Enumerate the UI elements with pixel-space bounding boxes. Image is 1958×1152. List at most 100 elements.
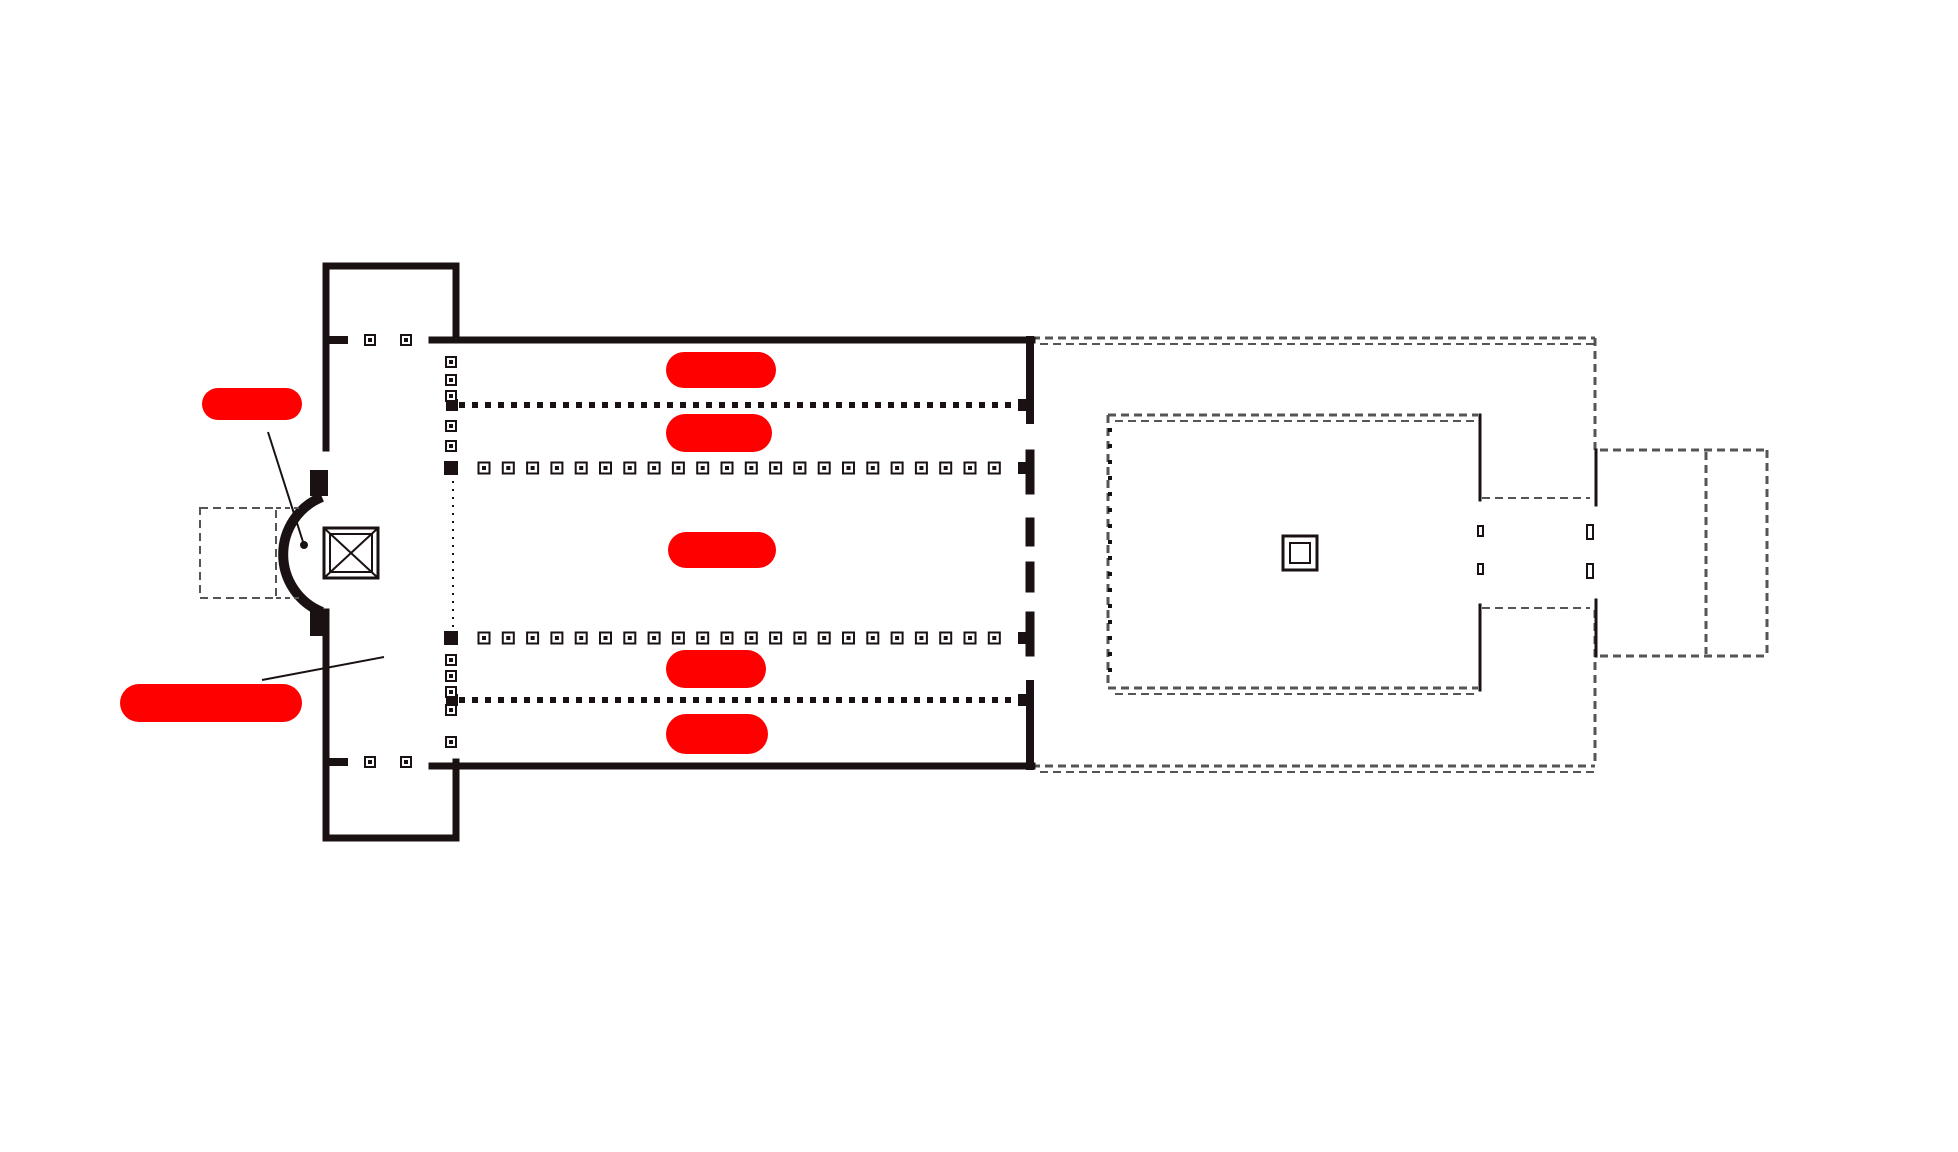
outer-colonnade-north-column	[602, 402, 608, 408]
courtyard-column	[1108, 508, 1112, 512]
outer-colonnade-south-column	[966, 697, 972, 703]
outer-colonnade-north-column	[758, 402, 764, 408]
outer-colonnade-south-column	[888, 697, 894, 703]
outer-colonnade-north-column	[485, 402, 491, 408]
arch-line-dot	[452, 585, 454, 587]
jamb-3	[1477, 525, 1484, 537]
altar-canopy	[322, 526, 380, 580]
inner-colonnade-south-column-core	[725, 636, 729, 640]
inner-colonnade-south-column-core	[652, 636, 657, 640]
outer-colonnade-south-column	[602, 697, 608, 703]
arch-line-dot	[452, 577, 454, 579]
redaction-label-1	[202, 388, 302, 420]
jamb-4	[1477, 563, 1484, 575]
outer-colonnade-south-column	[706, 697, 712, 703]
outer-colonnade-south-column	[589, 697, 595, 703]
outer-colonnade-north-column	[771, 402, 777, 408]
outer-colonnade-south-column	[914, 697, 920, 703]
transept-screen-column-core	[449, 378, 453, 382]
inner-colonnade-south-column-core	[968, 636, 972, 640]
arch-line-dot	[452, 505, 454, 507]
apse-pier-south	[310, 610, 328, 636]
inner-colonnade-south-column-core	[530, 636, 535, 640]
outer-colonnade-south-column	[667, 697, 673, 703]
outer-colonnade-north-column	[654, 402, 660, 408]
outer-colonnade-north-column	[732, 402, 738, 408]
arch-line-dot	[452, 617, 454, 619]
outer-colonnade-south-column	[953, 697, 959, 703]
inner-colonnade-north-column-core	[773, 466, 778, 470]
courtyard-column	[1108, 460, 1112, 464]
outer-colonnade-south-column	[862, 697, 868, 703]
inner-colonnade-north-column-core	[579, 466, 584, 470]
outer-colonnade-north-column	[875, 402, 881, 408]
courtyard-column	[1108, 652, 1112, 656]
outer-colonnade-north-column	[680, 402, 686, 408]
inner-colonnade-north-column-core	[919, 466, 924, 470]
apse	[276, 470, 328, 636]
courtyard-column	[1108, 524, 1112, 528]
courtyard-column	[1108, 556, 1112, 560]
redaction-label-3	[666, 352, 776, 388]
outer-colonnade-south-column	[680, 697, 686, 703]
courtyard-column	[1108, 620, 1112, 624]
arch-line-dot	[452, 553, 454, 555]
outer-colonnade-north-column	[472, 402, 478, 408]
inner-colonnade-south-column-core	[579, 636, 584, 640]
redaction-label-2	[120, 684, 302, 722]
transept-screen-column-core	[449, 740, 453, 744]
outer-colonnade-north-column	[849, 402, 855, 408]
outer-colonnade-north-column	[901, 402, 907, 408]
inner-colonnade-north-column-core	[603, 466, 608, 470]
inner-colonnade-north-column-core	[846, 466, 851, 470]
courtyard-column	[1108, 444, 1112, 448]
transept-column-core	[404, 760, 408, 764]
outer-colonnade-north-column	[836, 402, 842, 408]
arch-line-dot	[452, 545, 454, 547]
inner-colonnade-north-column-core	[627, 466, 632, 470]
transept-screen-column-core	[449, 690, 453, 694]
colonnade-respond	[1018, 399, 1030, 411]
arch-pier-north	[444, 461, 458, 475]
courtyard-column	[1108, 668, 1112, 672]
outer-colonnade-south-column	[719, 697, 725, 703]
outer-colonnade-south-column	[771, 697, 777, 703]
courtyard-column	[1108, 540, 1112, 544]
outer-colonnade-south-column	[732, 697, 738, 703]
outer-colonnade-south-column	[459, 697, 465, 703]
outer-colonnade-south-column	[901, 697, 907, 703]
outer-colonnade-south-column	[849, 697, 855, 703]
inner-colonnade-north-column-core	[676, 466, 681, 470]
outer-colonnade-south-column	[563, 697, 569, 703]
fountain	[1281, 534, 1319, 572]
outer-colonnade-north-column	[953, 402, 959, 408]
redaction-label-7	[666, 714, 768, 754]
arch-pier-south	[444, 631, 458, 645]
leader-lines	[261, 431, 385, 681]
outer-colonnade-south-column	[758, 697, 764, 703]
outer-colonnade-north-column	[927, 402, 933, 408]
transept-column-core	[368, 338, 372, 342]
apse-curve	[278, 492, 324, 617]
canopy-outer	[322, 526, 380, 580]
transept-screen-column-core	[449, 424, 453, 428]
inner-colonnade-north-column-core	[992, 466, 997, 470]
outer-colonnade-north-column	[550, 402, 556, 408]
transept-wall-west-south	[322, 626, 460, 842]
arch-line-dot	[452, 489, 454, 491]
outer-colonnade-north-column	[745, 402, 751, 408]
outer-colonnade-north-column	[914, 402, 920, 408]
arch-line-dot	[452, 593, 454, 595]
inner-colonnade-north-column-core	[749, 466, 754, 470]
arch-line-dot	[452, 513, 454, 515]
redaction-label-5	[668, 532, 776, 568]
outer-colonnade-south-column	[511, 697, 517, 703]
courtyard-column	[1108, 476, 1112, 480]
leader-line-transept	[261, 656, 385, 681]
outer-colonnade-north-column	[498, 402, 504, 408]
transept-screen-column-core	[449, 658, 453, 662]
outer-colonnade-north-column	[628, 402, 634, 408]
inner-colonnade-south-column-core	[797, 636, 802, 640]
